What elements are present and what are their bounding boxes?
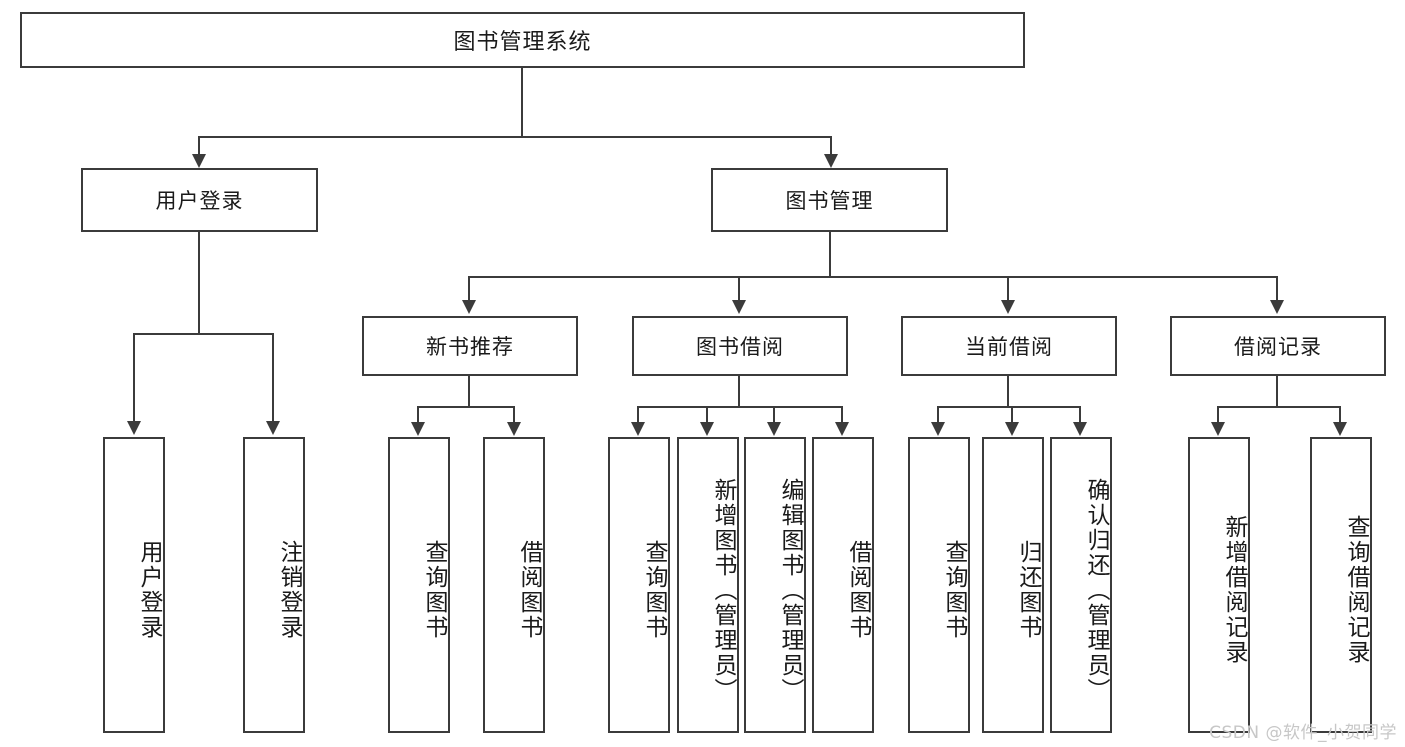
node-label: 图书管理系统 [453,30,592,55]
level2-node-2[interactable]: 图书管理 [711,168,948,232]
connector-arrowhead [411,422,425,436]
connector-vertical [773,406,775,423]
leaf-node-13[interactable]: 查询借阅记录 [1310,437,1372,733]
level3-node-2[interactable]: 图书借阅 [632,316,848,376]
connector-vertical [1339,406,1341,423]
connector-vertical [830,136,832,156]
node-label: 借阅记录 [1234,335,1322,359]
connector-arrowhead [1211,422,1225,436]
connector-vertical [198,232,200,333]
connector-horizontal [938,406,1080,408]
connector-arrowhead [1073,422,1087,436]
connector-vertical [937,406,939,423]
connector-arrowhead [700,422,714,436]
connector-arrowhead [835,422,849,436]
connector-arrowhead [1001,300,1015,314]
leaf-node-2[interactable]: 注销登录 [243,437,305,733]
node-label: 图书管理 [785,189,874,213]
connector-vertical [198,136,200,156]
leaf-node-1[interactable]: 用户登录 [103,437,165,733]
leaf-node-4[interactable]: 借阅图书 [483,437,545,733]
level3-node-1[interactable]: 新书推荐 [362,316,578,376]
connector-vertical [1007,276,1009,302]
connector-arrowhead [931,422,945,436]
leaf-node-8[interactable]: 借阅图书 [812,437,874,733]
node-label: 查询图书 [421,540,447,640]
leaf-node-6[interactable]: 新增图书（管理员） [677,437,739,733]
connector-horizontal [1218,406,1340,408]
level3-node-3[interactable]: 当前借阅 [901,316,1117,376]
connector-vertical [829,232,831,276]
connector-arrowhead [462,300,476,314]
connector-arrowhead [127,421,141,435]
leaf-node-7[interactable]: 编辑图书（管理员） [744,437,806,733]
node-label: 查询图书 [641,540,667,640]
connector-vertical [706,406,708,423]
connector-vertical [513,406,515,423]
leaf-node-10[interactable]: 归还图书 [982,437,1044,733]
leaf-node-12[interactable]: 新增借阅记录 [1188,437,1250,733]
leaf-node-5[interactable]: 查询图书 [608,437,670,733]
connector-vertical [1276,376,1278,406]
connector-arrowhead [824,154,838,168]
connector-arrowhead [1005,422,1019,436]
leaf-node-3[interactable]: 查询图书 [388,437,450,733]
node-label: 注销登录 [276,540,302,640]
connector-horizontal [469,276,1277,278]
leaf-node-9[interactable]: 查询图书 [908,437,970,733]
connector-arrowhead [767,422,781,436]
node-label: 查询图书 [941,540,967,640]
connector-horizontal [638,406,842,408]
connector-vertical [521,68,523,136]
connector-arrowhead [732,300,746,314]
node-label: 归还图书 [1015,540,1041,640]
node-label: 新增借阅记录 [1221,515,1247,665]
node-label: 确认归还（管理员） [1083,477,1109,703]
connector-arrowhead [192,154,206,168]
connector-vertical [841,406,843,423]
node-label: 查询借阅记录 [1343,515,1369,665]
node-label: 编辑图书（管理员） [777,477,803,703]
connector-vertical [738,376,740,406]
connector-vertical [133,333,135,423]
node-label: 借阅图书 [516,540,542,640]
connector-horizontal [134,333,273,335]
root-node-1[interactable]: 图书管理系统 [20,12,1025,68]
node-label: 新增图书（管理员） [710,477,736,703]
connector-vertical [1276,276,1278,302]
connector-vertical [468,376,470,406]
csdn-watermark: CSDN @软件_小贺同学 [1209,723,1397,743]
connector-arrowhead [631,422,645,436]
connector-vertical [1079,406,1081,423]
node-label: 当前借阅 [965,335,1053,359]
node-label: 图书借阅 [696,335,784,359]
level3-node-4[interactable]: 借阅记录 [1170,316,1386,376]
node-label: 借阅图书 [845,540,871,640]
connector-vertical [1011,406,1013,423]
connector-vertical [1217,406,1219,423]
leaf-node-11[interactable]: 确认归还（管理员） [1050,437,1112,733]
connector-arrowhead [1270,300,1284,314]
connector-horizontal [199,136,831,138]
node-label: 用户登录 [155,189,244,213]
node-label: 新书推荐 [426,335,514,359]
connector-vertical [468,276,470,302]
connector-arrowhead [507,422,521,436]
connector-vertical [1007,376,1009,406]
connector-vertical [417,406,419,423]
connector-vertical [637,406,639,423]
connector-vertical [272,333,274,423]
node-label: 用户登录 [136,540,162,640]
connector-vertical [738,276,740,302]
connector-horizontal [418,406,514,408]
connector-arrowhead [266,421,280,435]
connector-arrowhead [1333,422,1347,436]
level2-node-1[interactable]: 用户登录 [81,168,318,232]
